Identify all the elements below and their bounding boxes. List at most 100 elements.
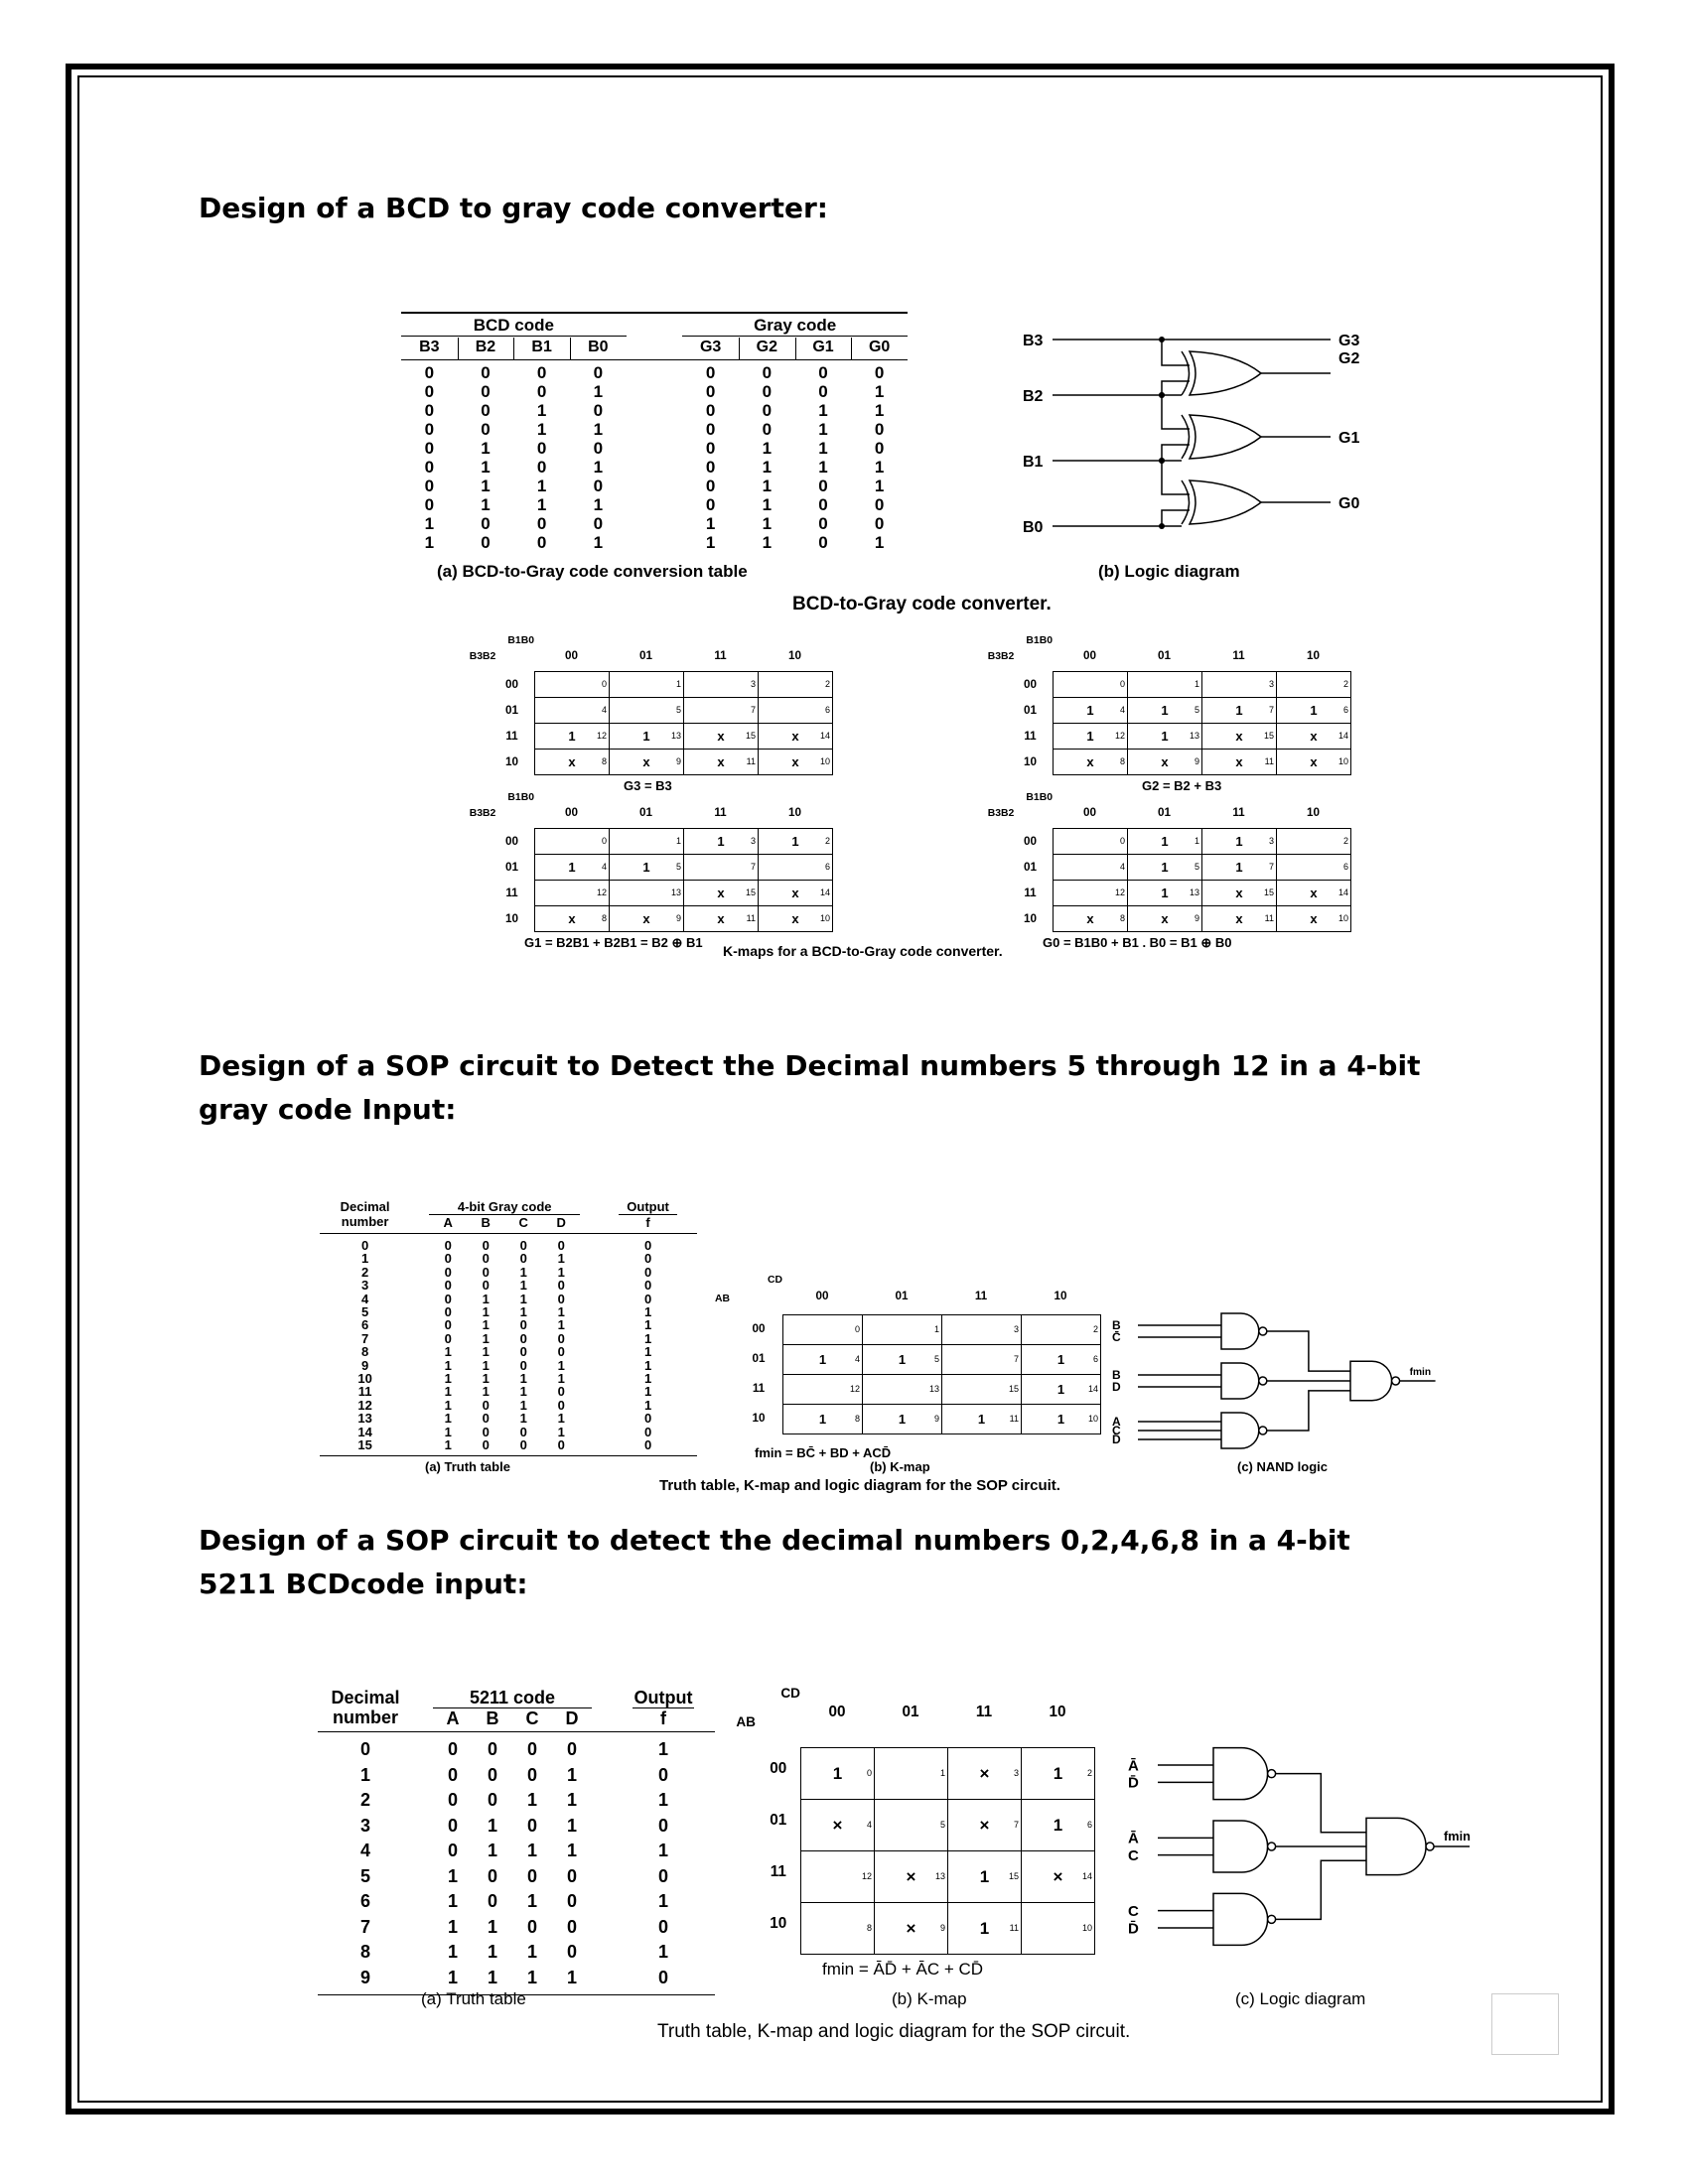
kmap-cell-index: 2 <box>1342 836 1348 846</box>
code-cell: 0 <box>557 1344 565 1360</box>
kmap-col-code: 10 <box>787 805 801 819</box>
table-cell: 0 <box>481 533 491 552</box>
table-cell: 0 <box>536 382 547 401</box>
table-cell: 1 <box>762 495 773 514</box>
code-cell: 0 <box>557 1397 565 1413</box>
kmap-row-variable: B3B2 <box>469 650 496 662</box>
code-cell: 1 <box>482 1304 490 1319</box>
kmap-cell-index: 8 <box>601 913 607 923</box>
fig3-table-caption: (a) Truth table <box>425 1459 510 1474</box>
table-cell: 1 <box>593 458 604 477</box>
code-cell: 0 <box>519 1317 527 1333</box>
kmap-col-code: 10 <box>1049 1703 1066 1720</box>
table-cell: 1 <box>818 420 828 439</box>
kmap-cell: 4 <box>535 698 610 724</box>
output-cell: 0 <box>643 1291 652 1306</box>
code-cell: 0 <box>482 1238 490 1253</box>
kmap-cell-index: 4 <box>601 862 607 872</box>
table-cell: 0 <box>762 382 773 401</box>
kmap-cell: 3 <box>942 1315 1022 1345</box>
code-cell: 0 <box>557 1238 565 1253</box>
table-cell: 0 <box>705 458 716 477</box>
kmap-cell: 13 <box>610 881 684 906</box>
table-cell: 0 <box>536 533 547 552</box>
kmap-cell-index: 1 <box>675 836 681 846</box>
code-cell: 1 <box>444 1411 452 1427</box>
kmap-row-code: 00 <box>504 677 518 691</box>
gate-input-label: D̄ <box>1112 1433 1121 1446</box>
header-decimal: Decimal <box>331 1688 400 1707</box>
code-cell: 0 <box>447 1790 458 1810</box>
code-cell: 0 <box>487 1891 497 1911</box>
output-cell: 0 <box>643 1251 652 1267</box>
kmap-cell-index: 0 <box>854 1324 860 1334</box>
kmap-cell: 2 <box>1277 672 1351 698</box>
code-cell: 1 <box>566 1841 577 1860</box>
table-cell: 0 <box>481 514 491 533</box>
code-cell: 0 <box>519 1357 527 1373</box>
kmap-cell-index: 8 <box>601 756 607 766</box>
kmap-col-code: 00 <box>828 1703 846 1720</box>
table-cell: 1 <box>424 533 435 552</box>
kmap-cell-index: 15 <box>745 887 756 897</box>
code-cell: 1 <box>447 1967 458 1987</box>
kmap-row-code: 11 <box>1024 729 1037 743</box>
kmap-cell-index: 0 <box>601 836 607 846</box>
decimal-cell: 3 <box>360 1278 369 1294</box>
kmap-cell: 12 <box>1054 881 1128 906</box>
kmap-cell-index: 3 <box>750 836 756 846</box>
code-cell: 0 <box>566 1739 577 1759</box>
kmap-cell-index: 11 <box>1009 1414 1019 1424</box>
output-label-fmin: fmin <box>1444 1829 1471 1843</box>
kmap-cell: 6 <box>759 698 833 724</box>
kmap-cell-index: 12 <box>861 1871 872 1881</box>
table-cell: 0 <box>424 401 435 420</box>
kmap-cell-index: 3 <box>1268 679 1274 689</box>
kmap-row-code: 00 <box>504 834 518 848</box>
xor-gate-input-arc <box>1181 479 1191 525</box>
kmap-row-variable: B3B2 <box>987 807 1015 819</box>
kmap-row-code: 01 <box>752 1351 766 1365</box>
code-cell: 1 <box>526 1891 537 1911</box>
kmap-cell-index: 13 <box>670 731 681 741</box>
table-cell: 0 <box>536 439 547 458</box>
wire <box>1161 444 1190 461</box>
nand-gate <box>1212 1892 1269 1947</box>
input-label-b1: B1 <box>1023 454 1044 471</box>
col-header-d: D <box>565 1708 579 1728</box>
output-cell: 0 <box>643 1424 652 1439</box>
kmap-cell-index: 14 <box>1087 1384 1098 1394</box>
code-cell: 1 <box>557 1357 565 1373</box>
table-cell: 1 <box>762 439 773 458</box>
kmap-cell-index: 10 <box>1337 913 1348 923</box>
code-cell: 1 <box>444 1424 452 1439</box>
table-cell: 0 <box>481 420 491 439</box>
kmap-cell: 6 <box>1277 855 1351 881</box>
code-cell: 0 <box>526 1764 537 1785</box>
code-cell: 1 <box>482 1291 490 1306</box>
xor-gate-input-arc <box>1181 414 1191 460</box>
code-cell: 1 <box>526 1967 537 1987</box>
kmap-cell-index: 14 <box>1337 731 1348 741</box>
code-cell: 0 <box>444 1238 452 1253</box>
kmap-cell-index: 6 <box>824 862 830 872</box>
kmap-cell: 0 <box>783 1315 863 1345</box>
kmap-cell: 0 <box>1054 672 1128 698</box>
code-underline <box>429 1214 581 1215</box>
kmap-col-code: 10 <box>787 648 801 662</box>
kmap-cell: 2 <box>1277 829 1351 855</box>
kmap-cell-index: 8 <box>1119 756 1125 766</box>
table-cell: 0 <box>762 420 773 439</box>
table-cell: 1 <box>705 533 716 552</box>
table-cell: 1 <box>481 439 491 458</box>
kmap-col-code: 01 <box>638 648 652 662</box>
